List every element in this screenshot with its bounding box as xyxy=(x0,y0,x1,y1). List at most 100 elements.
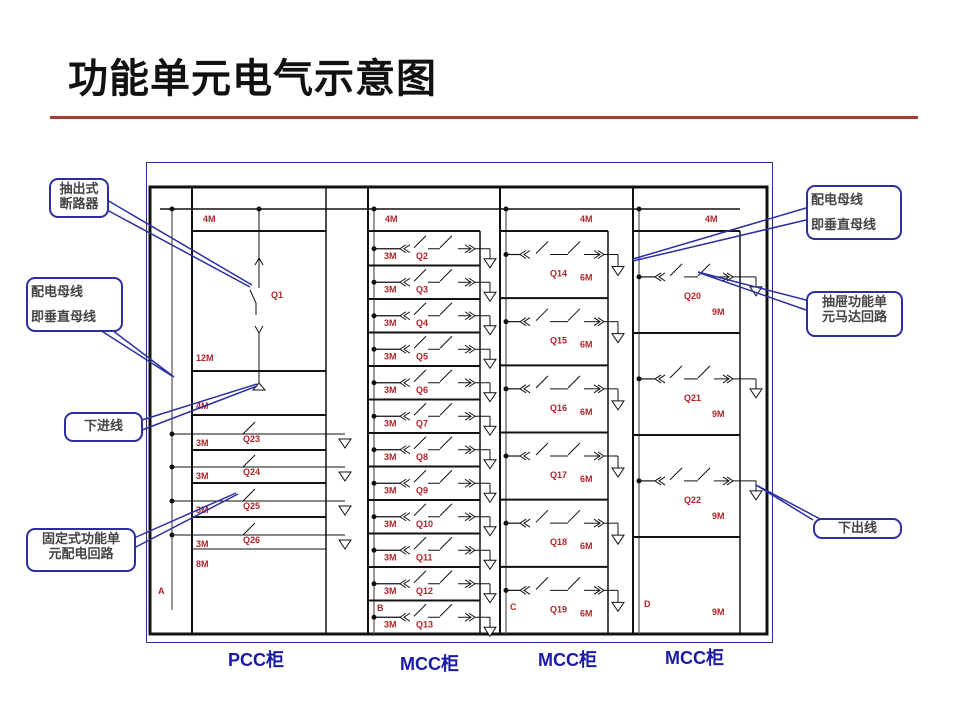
switch-contact-icon xyxy=(439,268,453,282)
switch-contact-icon xyxy=(535,375,549,389)
breaker-tag: Q21 xyxy=(684,393,701,403)
callout-text: 固定式功能单 xyxy=(41,532,120,547)
outlet-terminal-icon xyxy=(483,358,497,370)
leader-line-withdrawable-breaker xyxy=(106,199,253,286)
outlet-terminal-icon xyxy=(749,490,763,501)
switch-contact-icon xyxy=(242,522,256,536)
leader-line-withdrawable-breaker xyxy=(106,209,251,288)
breaker-tag: Q18 xyxy=(550,537,567,547)
withdraw-contact-icon xyxy=(254,256,264,266)
outlet-terminal-icon xyxy=(483,258,497,269)
breaker-tag: Q12 xyxy=(416,586,433,596)
switch-contact-icon xyxy=(413,369,427,383)
module-label: 12M xyxy=(196,353,214,363)
switch-contact-icon xyxy=(535,509,549,523)
switch-contact-icon xyxy=(669,263,683,277)
leader-line-drawer-motor-circuit xyxy=(697,271,807,301)
switch-contact-icon xyxy=(567,375,581,389)
bus-junction-dot xyxy=(503,386,509,392)
breaker-tag: Q19 xyxy=(550,604,567,614)
cabinet-label-mcc-b: MCC柜 xyxy=(400,654,459,674)
plug-connector-icon xyxy=(399,478,411,488)
outlet-terminal-icon xyxy=(483,325,497,336)
module-label: 9M xyxy=(712,409,725,419)
switch-contact-icon xyxy=(413,469,427,483)
breaker-tag: Q8 xyxy=(416,452,428,462)
bus-junction-dot xyxy=(169,464,175,470)
switch-contact-icon xyxy=(413,503,427,517)
switch-contact-icon xyxy=(697,467,711,481)
module-label: 3M xyxy=(384,418,397,428)
plug-connector-icon xyxy=(399,579,411,589)
breaker-tag: Q14 xyxy=(550,269,567,279)
callout-text: 元马达回路 xyxy=(821,310,887,325)
callout-text: 下进线 xyxy=(83,419,123,434)
breaker-tag: Q10 xyxy=(416,519,433,529)
switch-contact-icon xyxy=(242,421,256,435)
module-label: 6M xyxy=(580,474,593,484)
outlet-terminal-icon xyxy=(611,266,625,277)
outlet-terminal-icon xyxy=(611,400,625,411)
breaker-tag: Q2 xyxy=(416,251,428,261)
breaker-tag: Q4 xyxy=(416,318,428,328)
switch-contact-icon xyxy=(413,603,427,617)
callout-text: 下出线 xyxy=(837,521,877,536)
leader-line-incoming-line xyxy=(141,383,258,421)
module-label: 3M xyxy=(384,452,397,462)
module-label: 6M xyxy=(580,608,593,618)
breaker-tag: Q5 xyxy=(416,351,428,361)
breaker-tag: Q11 xyxy=(416,552,433,562)
breaker-tag: Q25 xyxy=(243,501,260,511)
switch-contact-icon xyxy=(567,509,581,523)
outlet-terminal-icon xyxy=(483,626,497,638)
bus-junction-dot xyxy=(371,447,377,453)
bus-junction-dot xyxy=(371,514,377,520)
switch-contact-icon xyxy=(697,365,711,379)
bus-junction-dot xyxy=(256,206,262,212)
module-label: 3M xyxy=(384,318,397,328)
leader-line-fixed-unit-feeder xyxy=(133,492,237,539)
breaker-tag: Q23 xyxy=(243,434,260,444)
bus-junction-dot xyxy=(371,380,377,386)
outlet-terminal-icon xyxy=(483,425,497,437)
switch-contact-icon xyxy=(439,503,453,517)
module-label: 9M xyxy=(712,607,725,617)
bus-junction-dot xyxy=(169,431,175,437)
breaker-tag: Q17 xyxy=(550,470,567,480)
leader-line-vertical-busbar-left xyxy=(111,329,175,378)
outlet-terminal-icon xyxy=(338,505,352,516)
outlet-terminal-icon xyxy=(611,333,625,344)
withdraw-contact-icon xyxy=(254,325,264,335)
callout-text: 即垂直母线 xyxy=(31,310,97,325)
plug-connector-icon xyxy=(519,585,531,595)
switch-contact-icon xyxy=(439,335,453,349)
cabinet-letter: A xyxy=(158,586,165,596)
leader-line-fixed-unit-feeder xyxy=(133,493,239,549)
breaker-tag: Q3 xyxy=(416,284,428,294)
callout-vertical-busbar-right: 配电母线 即垂直母线 xyxy=(806,185,902,240)
bus-junction-dot xyxy=(636,376,642,382)
plug-connector-icon xyxy=(519,250,531,259)
bus-junction-dot xyxy=(503,319,509,325)
bus-junction-dot xyxy=(503,587,509,593)
bus-junction-dot xyxy=(371,246,377,252)
outlet-terminal-icon xyxy=(611,467,625,478)
module-label: 3M xyxy=(384,251,397,261)
switch-contact-icon xyxy=(535,576,549,590)
diagram-frame xyxy=(146,162,773,643)
bus-junction-dot xyxy=(371,480,377,486)
breaker-tag: Q22 xyxy=(684,495,701,505)
outlet-terminal-icon xyxy=(483,291,497,303)
switch-contact-icon xyxy=(439,436,453,450)
leader-line-incoming-line xyxy=(141,385,258,431)
switch-contact-icon xyxy=(567,308,581,322)
plug-connector-icon xyxy=(519,451,531,461)
bus-junction-dot xyxy=(636,206,642,212)
outlet-terminal-icon xyxy=(611,601,625,613)
bus-junction-dot xyxy=(169,532,175,538)
outlet-terminal-icon xyxy=(611,534,625,546)
switch-contact-icon xyxy=(413,268,427,282)
bus-junction-dot xyxy=(503,453,509,459)
cabinet-outline xyxy=(148,185,769,636)
